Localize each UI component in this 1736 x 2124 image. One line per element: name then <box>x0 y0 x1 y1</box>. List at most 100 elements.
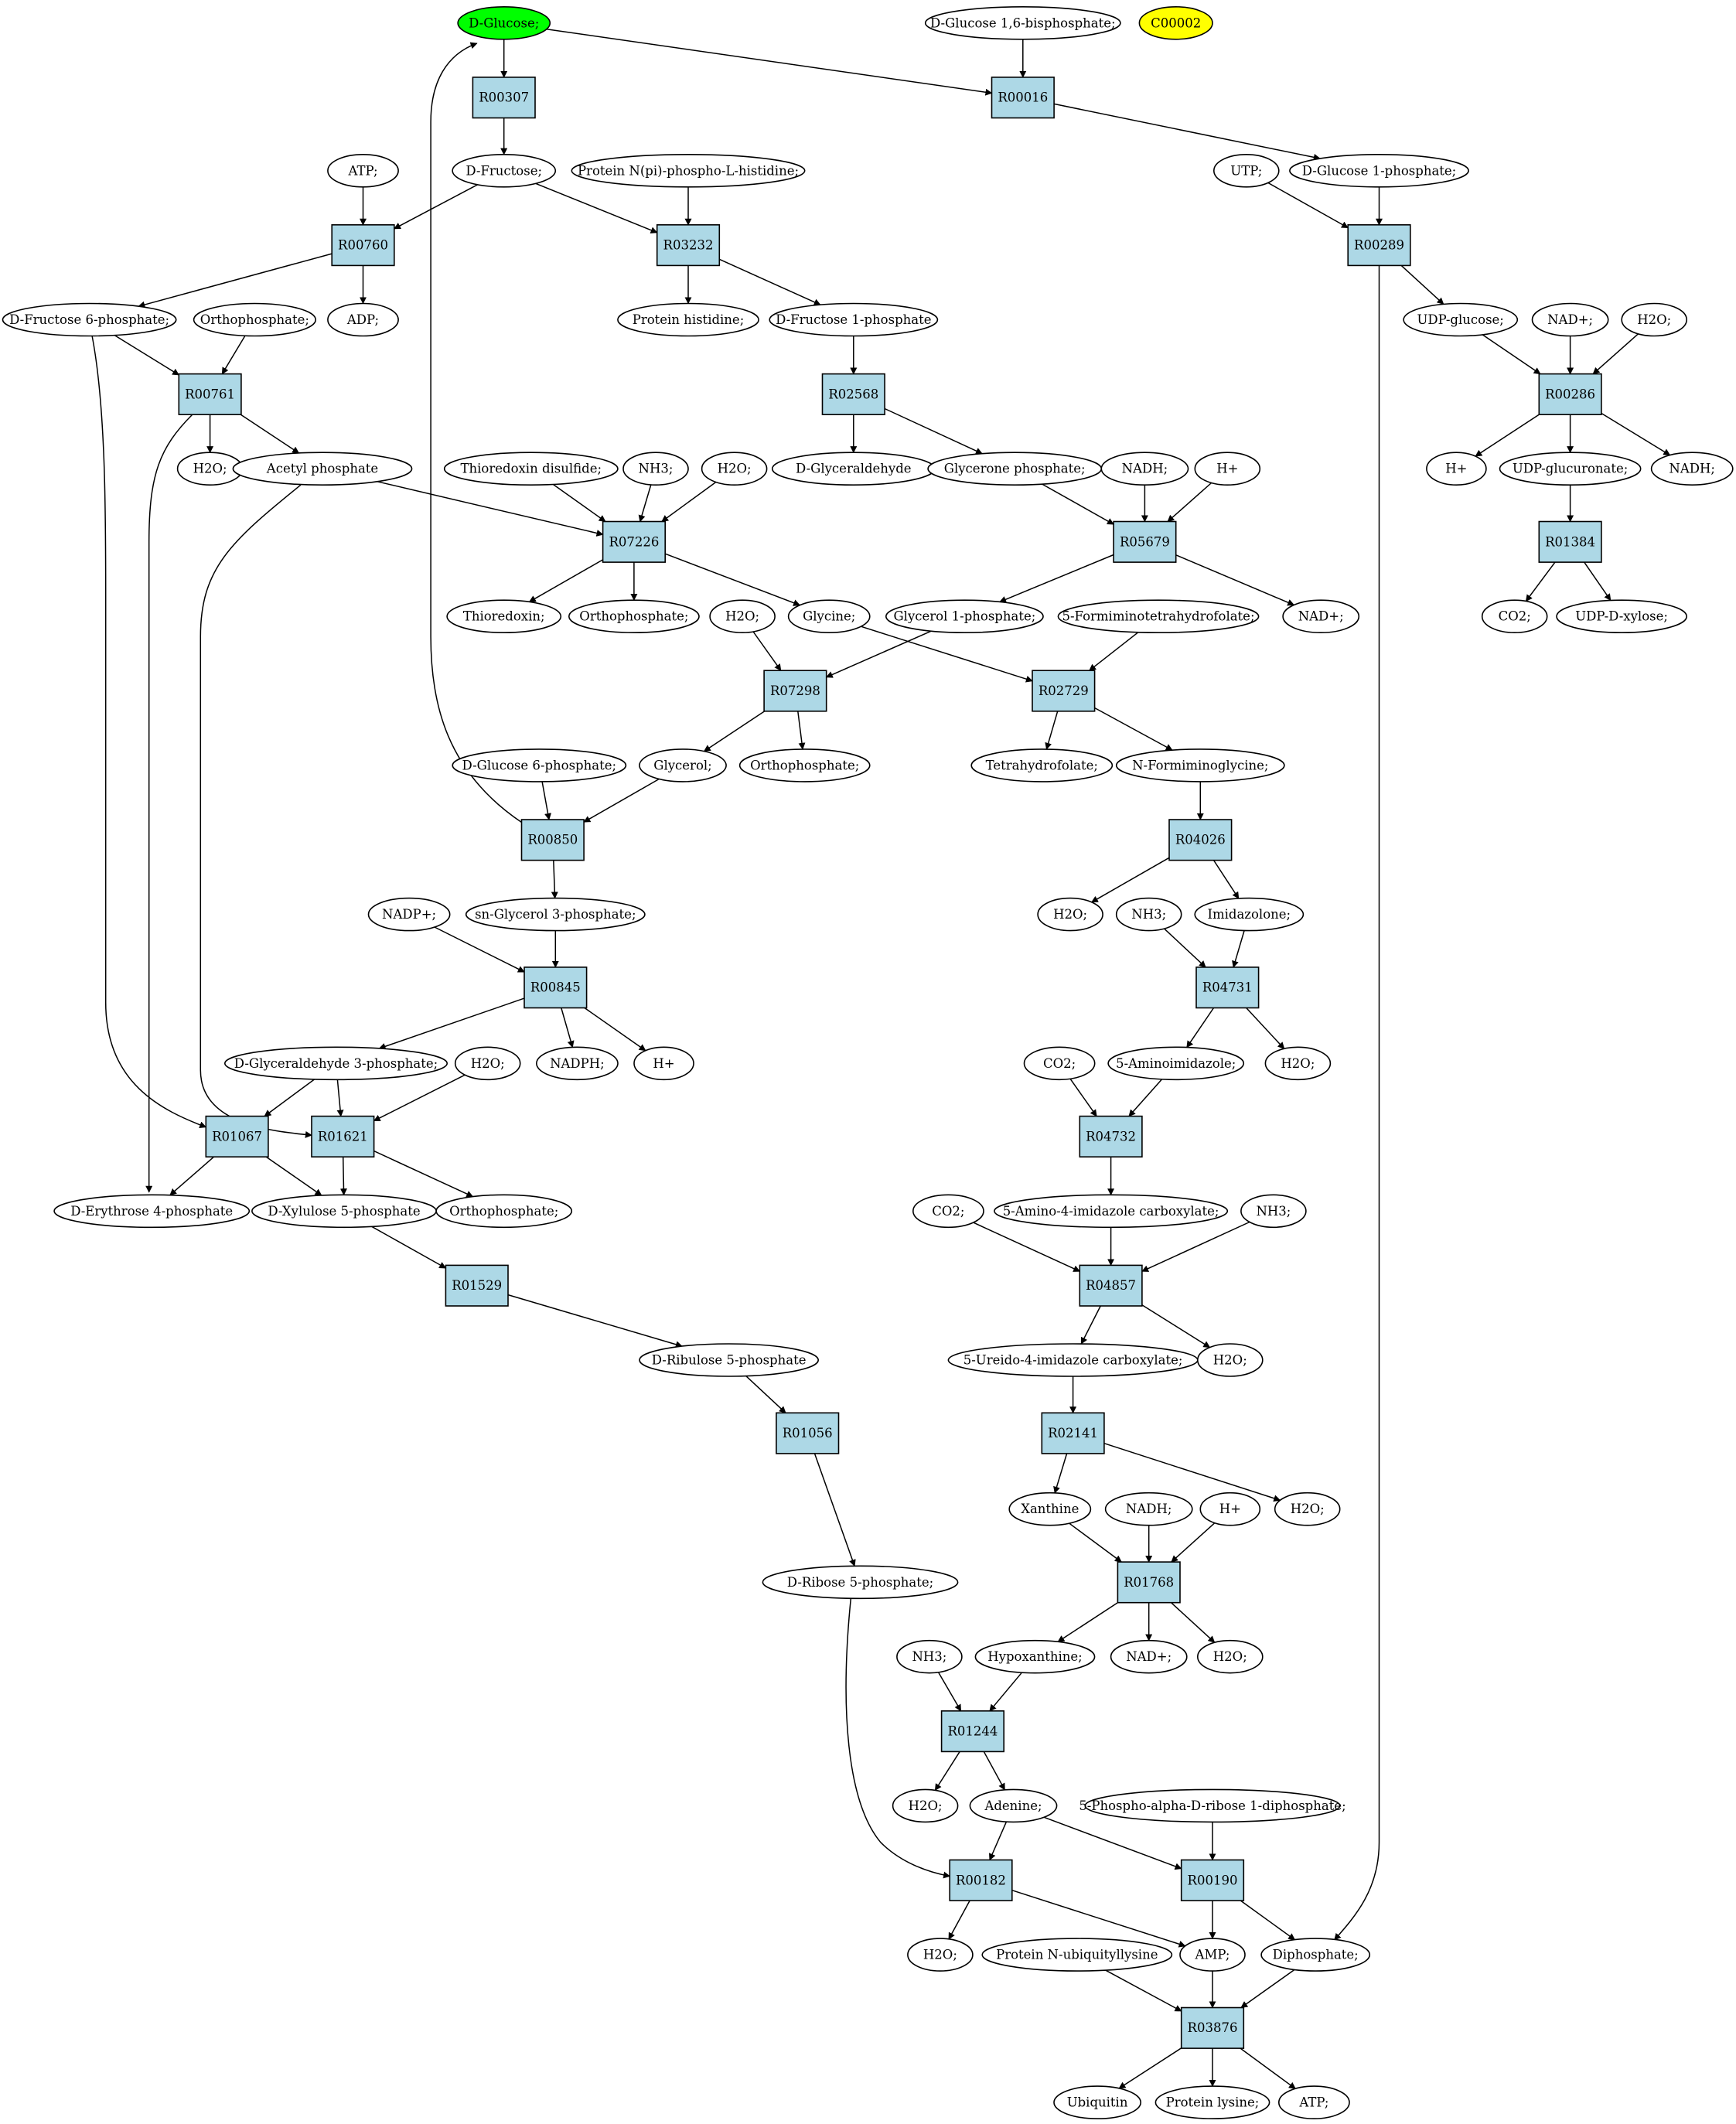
reaction-node-R03232[interactable] <box>656 223 721 267</box>
compound-node-hplus_b[interactable] <box>1426 452 1487 486</box>
compound-node-prothis[interactable] <box>617 302 759 337</box>
compound-node-h2o_g[interactable] <box>1264 1046 1332 1081</box>
reaction-node-R05679[interactable] <box>1113 520 1177 563</box>
compound-node-amp[interactable] <box>1179 1938 1246 1972</box>
compound-node-imidazolone[interactable] <box>1194 897 1305 932</box>
compound-node-nh3_a[interactable] <box>622 452 689 486</box>
compound-node-hplus_c[interactable] <box>633 1046 694 1081</box>
compound-node-co2_c[interactable] <box>912 1194 984 1229</box>
reaction-node-R01768[interactable] <box>1117 1561 1181 1604</box>
compound-node-c00002[interactable] <box>1138 5 1213 40</box>
compound-node-trxss[interactable] <box>443 452 619 486</box>
compound-node-dery4p[interactable] <box>53 1194 251 1229</box>
compound-node-protnph[interactable] <box>571 154 806 188</box>
reaction-node-R00307[interactable] <box>472 77 536 119</box>
reaction-node-R00182[interactable] <box>949 1859 1013 1901</box>
compound-node-acetylp[interactable] <box>232 452 413 486</box>
compound-node-fthf[interactable] <box>1057 599 1260 634</box>
compound-node-ubiquitin[interactable] <box>1053 2085 1141 2119</box>
reaction-node-R04857[interactable] <box>1079 1264 1143 1307</box>
compound-node-hplus_a[interactable] <box>1194 452 1261 486</box>
reaction-node-R01067[interactable] <box>205 1115 269 1157</box>
reaction-node-R00289[interactable] <box>1347 223 1411 267</box>
compound-node-nadph[interactable] <box>536 1046 619 1081</box>
compound-node-utp[interactable] <box>1213 154 1280 188</box>
compound-node-glycerol[interactable] <box>639 748 727 782</box>
compound-node-h2o_e[interactable] <box>1037 897 1103 932</box>
compound-node-udpglcua[interactable] <box>1499 452 1642 486</box>
compound-node-dga3p[interactable] <box>223 1046 448 1081</box>
compound-node-protubl[interactable] <box>981 1938 1173 1972</box>
compound-node-glycine[interactable] <box>787 599 871 634</box>
compound-node-h2o_l[interactable] <box>907 1938 974 1972</box>
reaction-node-R01529[interactable] <box>445 1264 509 1307</box>
reaction-node-R04731[interactable] <box>1195 967 1260 1009</box>
compound-node-nadh_b[interactable] <box>1650 452 1734 486</box>
compound-node-h2o_j[interactable] <box>1197 1639 1264 1674</box>
compound-node-dglc1p[interactable] <box>1289 154 1469 188</box>
reaction-node-R04732[interactable] <box>1079 1115 1143 1157</box>
compound-node-adenine[interactable] <box>969 1788 1058 1823</box>
compound-node-udpxyl[interactable] <box>1556 599 1688 634</box>
compound-node-h2o_c[interactable] <box>701 452 768 486</box>
compound-node-gly1p[interactable] <box>885 599 1044 634</box>
compound-node-dfructose[interactable] <box>452 154 557 188</box>
reaction-node-R03876[interactable] <box>1180 2006 1245 2049</box>
compound-node-co2_a[interactable] <box>1481 599 1548 634</box>
compound-node-h2o_a[interactable] <box>1621 302 1687 337</box>
compound-node-h2o_i[interactable] <box>1274 1492 1341 1526</box>
compound-node-orthop3[interactable] <box>738 748 871 782</box>
compound-node-dglc16bp[interactable] <box>924 5 1121 40</box>
compound-node-udpglc[interactable] <box>1403 302 1519 337</box>
compound-node-nh3_b[interactable] <box>1115 897 1182 932</box>
compound-node-dglucose[interactable] <box>457 5 551 40</box>
compound-node-hypox[interactable] <box>974 1639 1096 1674</box>
compound-node-dfru1p[interactable] <box>769 302 939 337</box>
compound-node-orthop1[interactable] <box>193 302 316 337</box>
compound-node-xanthine[interactable] <box>1008 1492 1092 1526</box>
compound-node-dglc6p[interactable] <box>452 748 627 782</box>
reaction-node-R01244[interactable] <box>940 1710 1004 1753</box>
compound-node-drib5p_b[interactable] <box>762 1565 959 1600</box>
compound-node-thf[interactable] <box>970 748 1114 782</box>
compound-node-nadh_c[interactable] <box>1104 1492 1193 1526</box>
compound-node-adp[interactable] <box>327 302 399 337</box>
compound-node-nadp_b[interactable] <box>1282 599 1360 634</box>
compound-node-nadp_c[interactable] <box>1110 1639 1188 1674</box>
reaction-node-R00761[interactable] <box>178 373 242 416</box>
compound-node-nadp_a[interactable] <box>1531 302 1609 337</box>
reaction-node-R00286[interactable] <box>1538 373 1602 416</box>
compound-node-sngly3p[interactable] <box>465 897 646 932</box>
compound-node-drib5p_a[interactable] <box>639 1343 819 1377</box>
reaction-node-R02729[interactable] <box>1032 670 1096 712</box>
compound-node-h2o_k[interactable] <box>892 1788 959 1823</box>
reaction-node-R01384[interactable] <box>1538 520 1602 563</box>
compound-node-nfgly[interactable] <box>1115 748 1285 782</box>
compound-node-aminoimid[interactable] <box>1107 1046 1245 1081</box>
reaction-node-R00760[interactable] <box>331 223 395 267</box>
compound-node-dfru6p[interactable] <box>2 302 177 337</box>
reaction-node-R01056[interactable] <box>776 1412 840 1454</box>
compound-node-aica[interactable] <box>994 1194 1229 1229</box>
reaction-node-R04026[interactable] <box>1168 819 1233 861</box>
reaction-node-R00845[interactable] <box>524 967 588 1009</box>
compound-node-nh3_c[interactable] <box>1240 1194 1307 1229</box>
compound-node-nh3_d[interactable] <box>896 1639 963 1674</box>
reaction-node-R00850[interactable] <box>520 819 585 861</box>
reaction-node-R07298[interactable] <box>763 670 827 712</box>
compound-node-h2o_d[interactable] <box>709 599 776 634</box>
compound-node-nadpplus[interactable] <box>367 897 451 932</box>
reaction-node-R00190[interactable] <box>1180 1859 1245 1901</box>
reaction-node-R00016[interactable] <box>991 77 1055 119</box>
compound-node-trx[interactable] <box>446 599 562 634</box>
compound-node-nadh_a[interactable] <box>1100 452 1189 486</box>
compound-node-atp2[interactable] <box>1278 2085 1350 2119</box>
compound-node-hplus_d[interactable] <box>1199 1492 1261 1526</box>
reaction-node-R01621[interactable] <box>311 1115 375 1157</box>
compound-node-atp1[interactable] <box>327 154 399 188</box>
compound-node-co2_b[interactable] <box>1023 1046 1096 1081</box>
compound-node-orthop4[interactable] <box>435 1194 573 1229</box>
compound-node-diphos[interactable] <box>1260 1938 1371 1972</box>
compound-node-orthop2[interactable] <box>568 599 700 634</box>
compound-node-h2o_f[interactable] <box>454 1046 521 1081</box>
